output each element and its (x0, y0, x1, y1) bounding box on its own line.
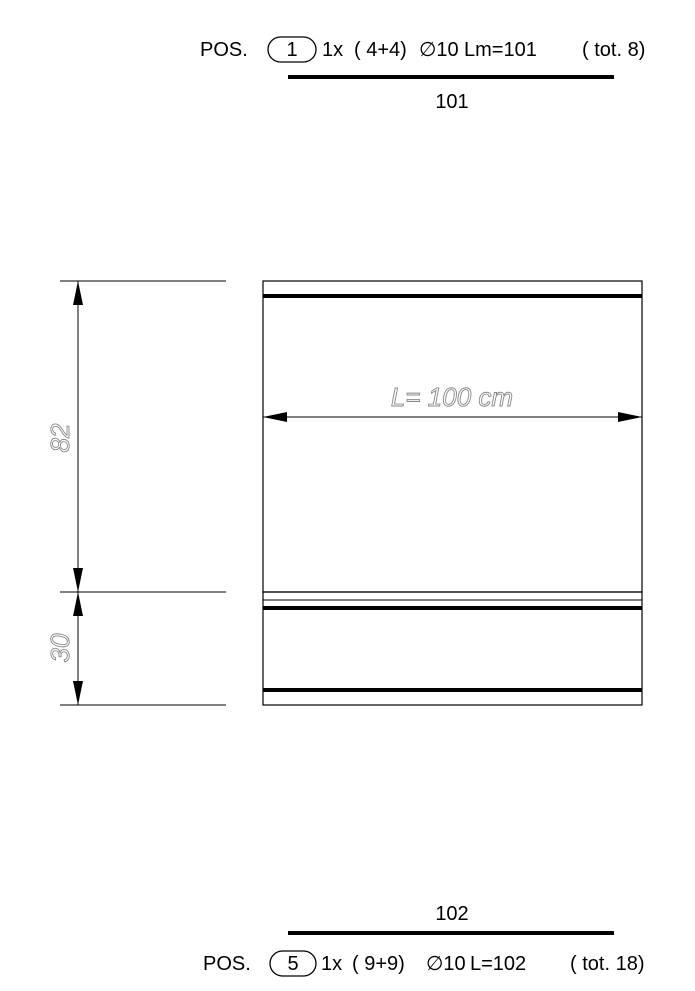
top-pos-badge (267, 36, 317, 63)
section-view: L= 100 cm (262, 280, 643, 706)
upper-arrow-top (73, 281, 83, 305)
top-length: Lm=101 (464, 39, 537, 61)
lower-arrow-top (73, 592, 83, 616)
upper-arrow-bottom (73, 568, 83, 592)
height-lower-text: 30 (45, 633, 75, 662)
bottom-position-label: POS. 5 1x ( 9+9) ∅10 L=102 ( tot. 18) (203, 950, 644, 977)
bottom-pos-number: 5 (287, 953, 298, 975)
bottom-pos-badge (269, 950, 317, 977)
bottom-length: L=102 (470, 953, 526, 975)
top-total: ( tot. 8) (582, 39, 645, 61)
upper-block-outline (262, 280, 643, 593)
bottom-count: ( 9+9) (352, 953, 405, 975)
width-arrow-left (263, 412, 287, 422)
bottom-quantity: 1x (321, 953, 342, 975)
height-upper-text: 82 (45, 423, 75, 452)
top-pos-number: 1 (286, 39, 297, 61)
bottom-pos-prefix: POS. (203, 953, 251, 975)
top-position-label: POS. 1 1x ( 4+4) ∅10 Lm=101 ( tot. 8) (200, 36, 645, 63)
top-bar-length: 101 (435, 91, 468, 113)
lower-arrow-bottom (73, 681, 83, 705)
bottom-diameter: ∅10 (426, 953, 466, 975)
top-pos-prefix: POS. (200, 39, 248, 61)
width-arrow-right (618, 412, 642, 422)
bottom-total: ( tot. 18) (570, 953, 644, 975)
top-diameter: ∅10 (419, 39, 459, 61)
top-quantity: 1x (322, 39, 343, 61)
top-count: ( 4+4) (354, 39, 407, 61)
lower-block-outline (262, 591, 643, 706)
vertical-dimensions: 82 30 (45, 280, 226, 706)
width-dimension-text: L= 100 cm (391, 382, 513, 412)
bottom-bar-length: 102 (435, 903, 468, 925)
